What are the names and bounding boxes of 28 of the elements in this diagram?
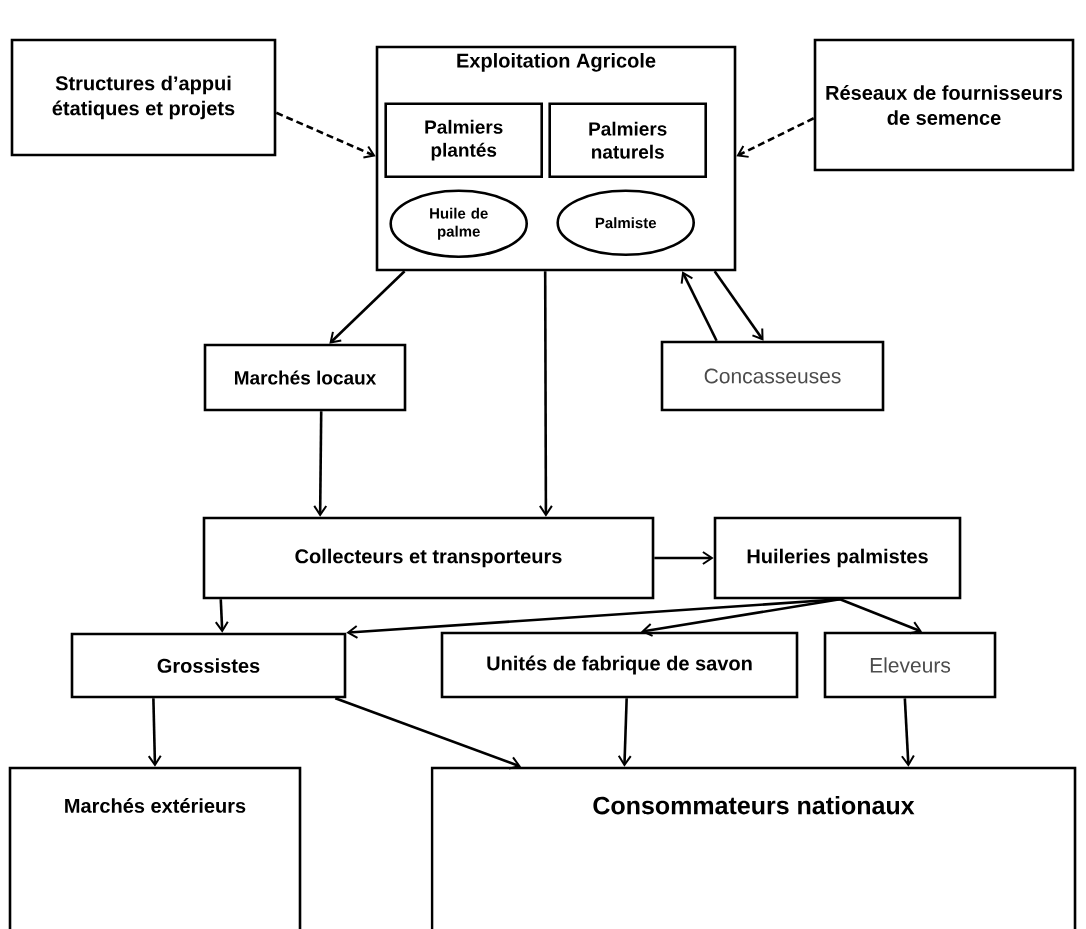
arrow [538,271,553,517]
arrow [640,598,841,637]
label-box: Réseaux de fournisseurs de semence [813,38,1075,172]
arrow [275,111,376,159]
label-box: Collecteurs et transporteurs [202,516,655,600]
arrow [713,270,764,341]
label-box: Marchés extérieurs [8,766,302,929]
label-box: Eleveurs [823,631,997,699]
label-box: Unités de fabrique de savon [440,631,799,699]
arrow [334,697,522,770]
arrow [736,117,815,158]
label-box: Grossistes [70,632,347,699]
arrow [680,271,718,342]
label-box: Palmiers plantés [384,102,543,178]
label-box: Structures d’appui étatiques et projets [10,38,277,157]
label-box: Concasseuses [660,340,885,412]
label-box: Palmiers naturels [548,102,707,178]
arrow [654,551,714,565]
label-box: Consommateurs nationaux [430,766,1077,929]
arrow [900,698,915,767]
arrow [617,698,632,767]
arrow [147,698,162,767]
label-box: Marchés locaux [203,343,407,412]
arrow [214,599,229,633]
arrow [839,598,923,635]
label-box: Huileries palmistes [713,516,962,600]
arrow [313,411,328,517]
arrow [329,270,406,344]
